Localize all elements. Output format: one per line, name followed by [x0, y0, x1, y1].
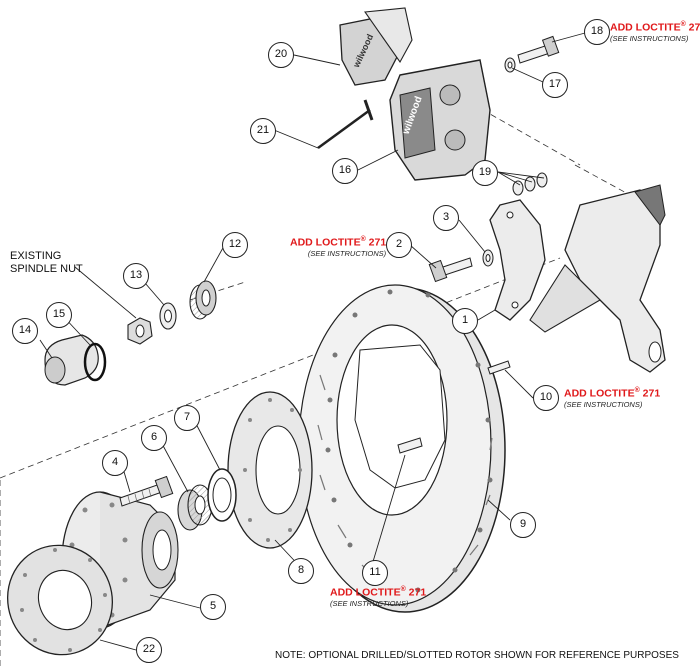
- callout-9: 9: [510, 512, 536, 538]
- callout-5: 5: [200, 594, 226, 620]
- stud-part-11: [397, 437, 423, 454]
- loctite-note-10: ADD LOCTITE® 271 (SEE INSTRUCTIONS): [564, 387, 661, 409]
- pin-part-21: [317, 99, 374, 150]
- callout-1: 1: [452, 308, 478, 334]
- loctite-note-11: ADD LOCTITE® 271 (SEE INSTRUCTIONS): [330, 586, 427, 608]
- callout-12: 12: [222, 232, 248, 258]
- bearing-part-12: [189, 280, 217, 320]
- bolt-part-18: [517, 35, 560, 64]
- callout-13: 13: [123, 263, 149, 289]
- loctite-note-18: ADD LOCTITE® 271 (SEE INSTRUCTIONS): [610, 21, 700, 43]
- callout-10: 10: [533, 385, 559, 411]
- stud-part-4: [119, 475, 174, 507]
- o-ring-part-15: [83, 342, 107, 382]
- callout-3: 3: [433, 205, 459, 231]
- callout-7: 7: [174, 405, 200, 431]
- dust-cap-part-14: [44, 334, 99, 386]
- callout-2: 2: [386, 232, 412, 258]
- caliper-part-16: wilwood: [389, 59, 491, 181]
- callout-19: 19: [472, 160, 498, 186]
- callout-22: 22: [136, 637, 162, 663]
- callout-14: 14: [12, 318, 38, 344]
- callout-20: 20: [268, 42, 294, 68]
- bolt-part-10: [487, 360, 511, 375]
- spindle-part: [529, 184, 666, 373]
- loctite-note-2: ADD LOCTITE® 271 (SEE INSTRUCTIONS): [290, 236, 387, 258]
- bearing-part-6: [177, 484, 213, 531]
- callout-6: 6: [141, 425, 167, 451]
- bolt-part-2: [428, 257, 473, 283]
- callout-8: 8: [288, 558, 314, 584]
- washer-part-13: [159, 302, 177, 330]
- callout-17: 17: [542, 72, 568, 98]
- spindle-nut-label-line1: EXISTING: [10, 250, 62, 262]
- washer-part-17: [504, 57, 516, 73]
- spindle-nut-label-line2: SPINDLE NUT: [10, 263, 83, 275]
- spindle-nut-part: [127, 317, 153, 345]
- bracket-part-1: [489, 199, 546, 321]
- callout-4: 4: [102, 450, 128, 476]
- rotor-adapter-part-8: [227, 391, 313, 549]
- leader-lines: [39, 32, 586, 651]
- shim-part-22: [6, 544, 114, 656]
- callout-21: 21: [250, 118, 276, 144]
- callout-16: 16: [332, 158, 358, 184]
- brake-pads-part-20: wilwood: [339, 7, 413, 86]
- assembly-axis-lines: [0, 79, 631, 666]
- callout-11: 11: [362, 560, 388, 586]
- seal-part-7: [207, 468, 237, 522]
- callout-15: 15: [46, 302, 72, 328]
- reference-note: NOTE: OPTIONAL DRILLED/SLOTTED ROTOR SHO…: [275, 650, 679, 661]
- washer-part-3: [482, 249, 494, 267]
- callout-18: 18: [584, 19, 610, 45]
